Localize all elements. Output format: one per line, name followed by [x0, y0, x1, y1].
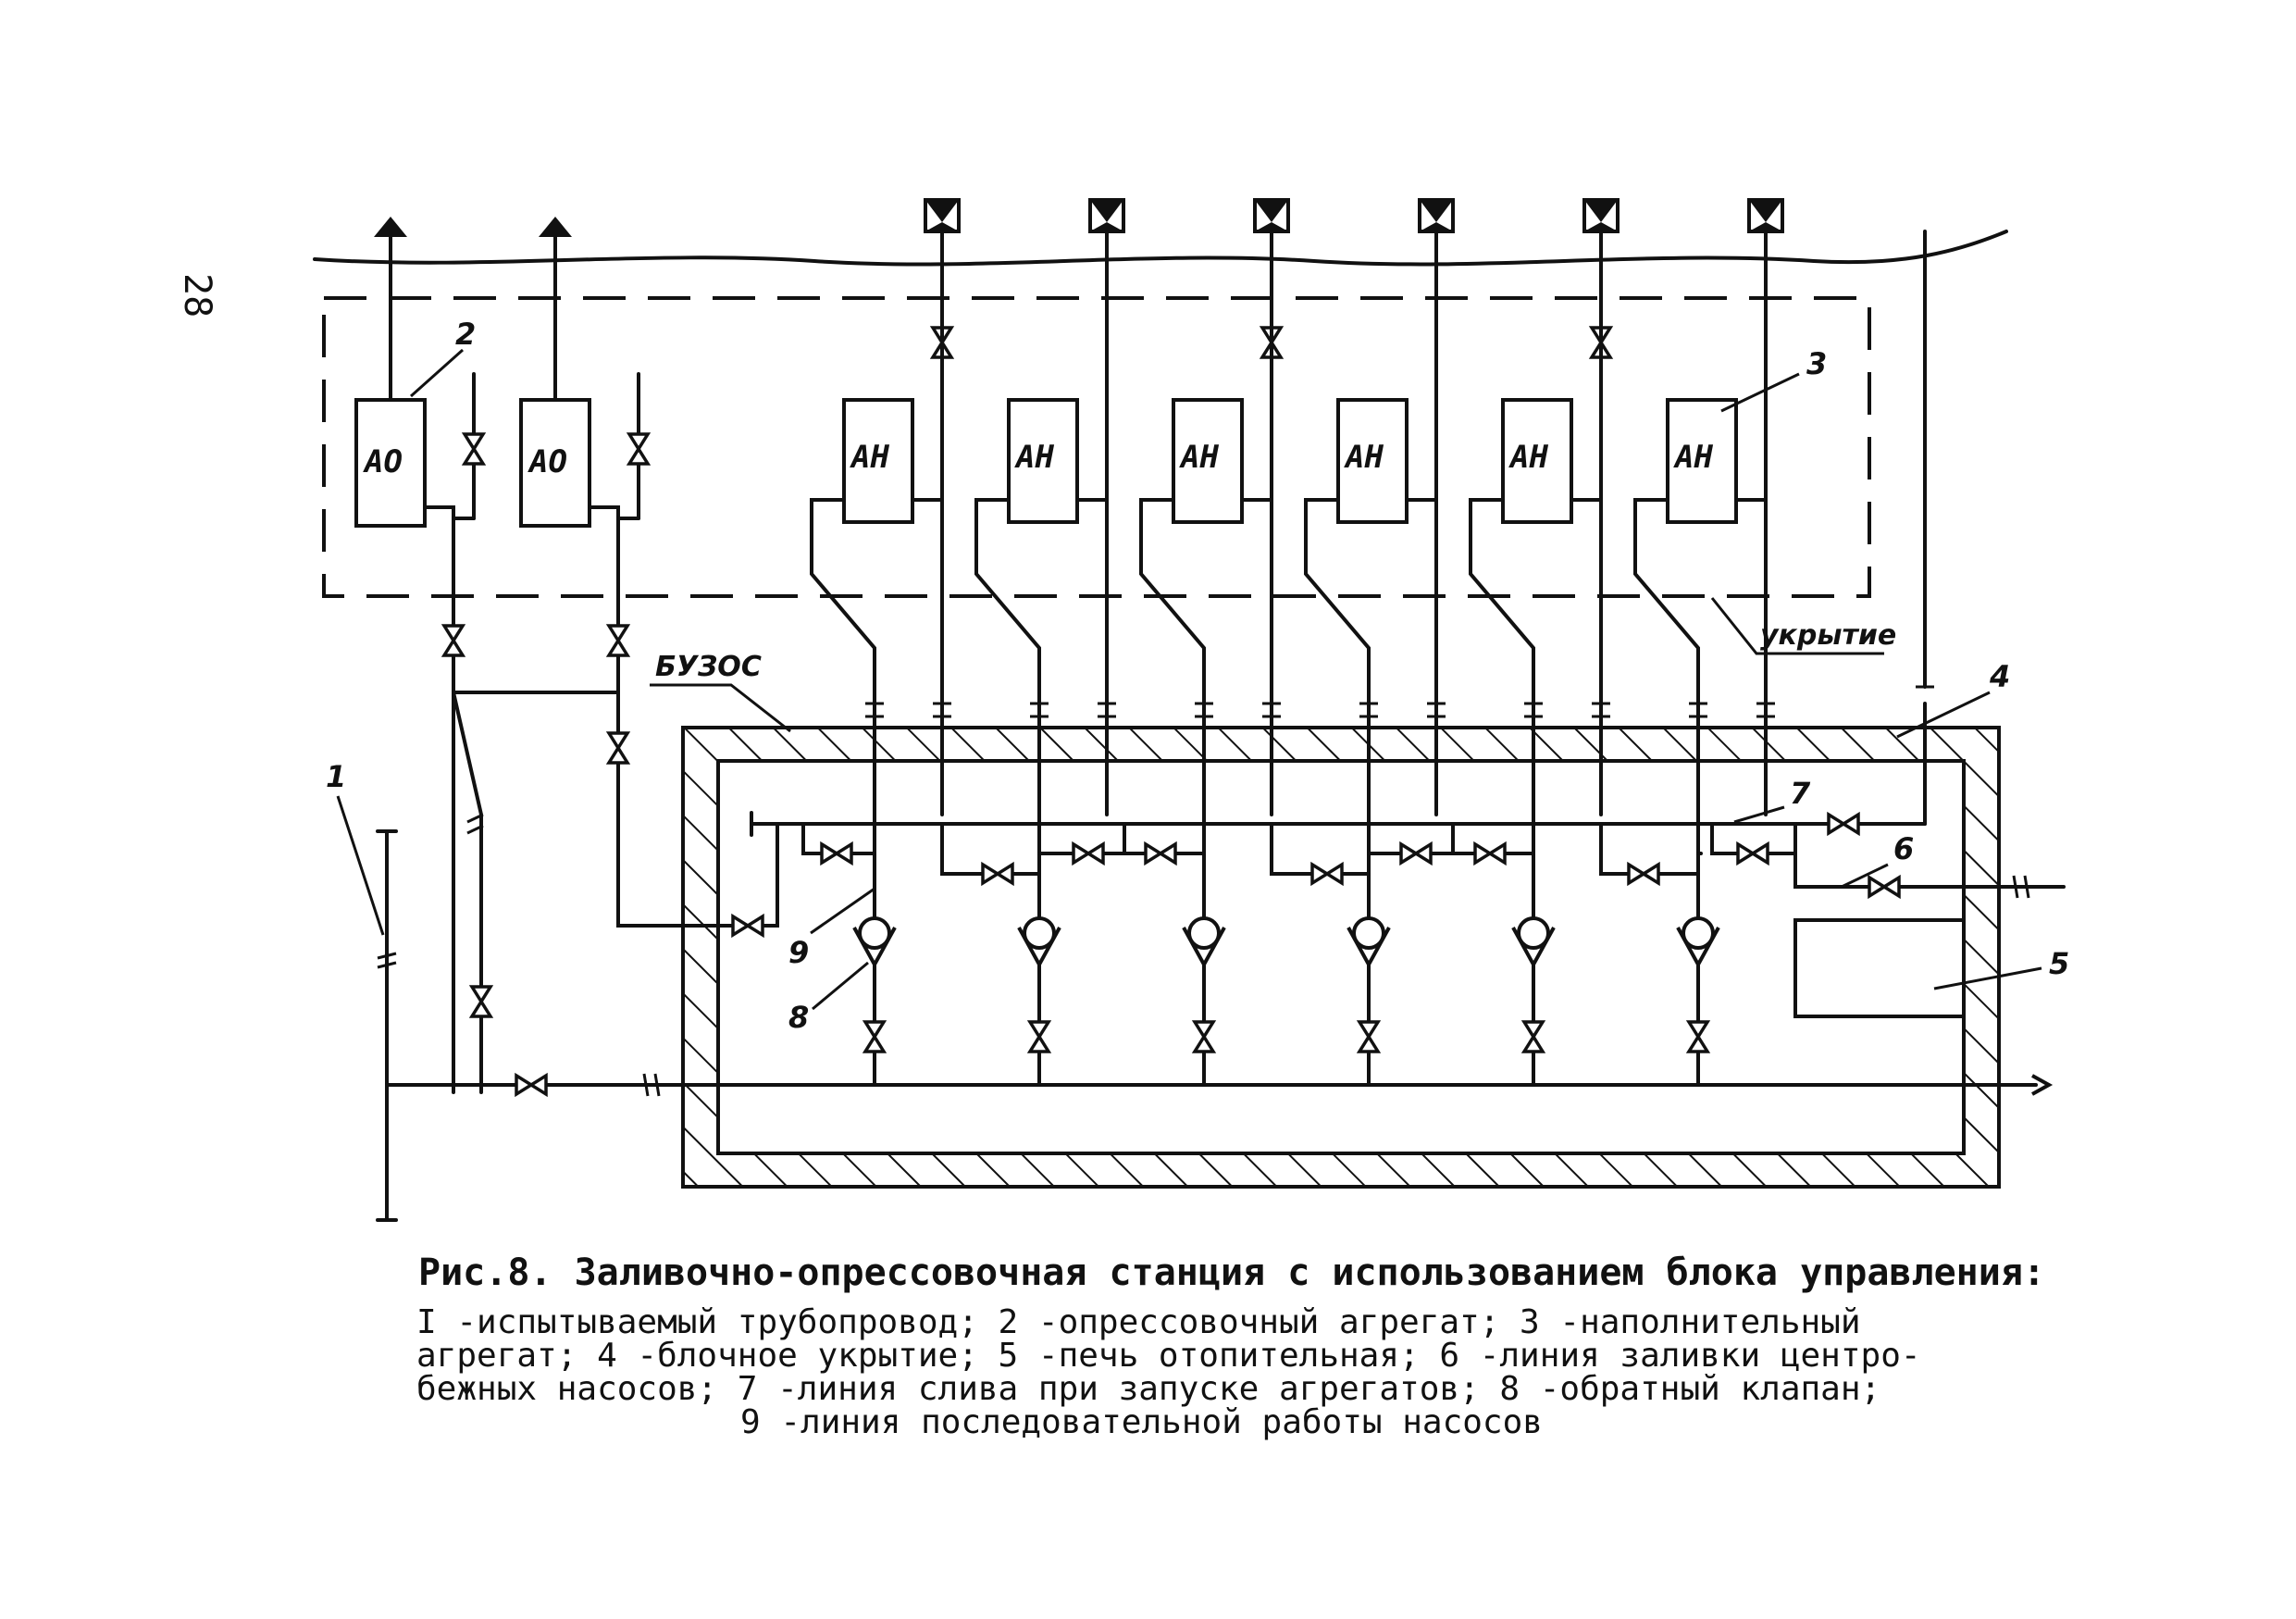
unit-label-an: АН — [850, 439, 889, 476]
pump-columns — [865, 230, 1775, 922]
filling-unit-2: АН — [974, 198, 1125, 705]
branch-valves — [801, 822, 2066, 899]
unit-label-an: АН — [1014, 439, 1054, 476]
caption-line-1: I -испытываемый трубопровод; 2 -опрессов… — [416, 1303, 1861, 1341]
filling-unit-1: АН — [810, 198, 961, 705]
pressure-unit-1: АО — [354, 217, 485, 1094]
label-1: 1 — [326, 759, 346, 794]
label-5: 5 — [2049, 946, 2069, 981]
caption-line-2: агрегат; 4 -блочное укрытие; 5 -печь ото… — [416, 1337, 1921, 1375]
cover-outline — [322, 296, 1871, 598]
label-buzos: БУЗОС — [655, 651, 762, 683]
label-2: 2 — [455, 317, 476, 352]
pressure-unit-2: АО — [519, 217, 650, 928]
unit-label-ao: АО — [363, 443, 403, 480]
unit-label-ao: АО — [527, 443, 567, 480]
unit-label-an: АН — [1508, 439, 1548, 476]
caption-line-4: 9 -линия последовательной работы насосов — [740, 1403, 1543, 1441]
figure-caption-title: Рис.8. Заливочно-опрессовочная станция с… — [418, 1252, 2045, 1294]
label-cover: укрытие — [1760, 619, 1896, 652]
heater-5 — [1793, 918, 1966, 1018]
unit-label-an: АН — [1179, 439, 1219, 476]
filling-unit-5: АН — [1469, 198, 1620, 705]
pumps — [852, 916, 1720, 1087]
label-3: 3 — [1806, 346, 1827, 381]
caption-line-3: бежных насосов; 7 -линия слива при запус… — [416, 1370, 1881, 1408]
block-shelter-4 — [681, 726, 2001, 1189]
filling-unit-3: АН — [1139, 198, 1290, 705]
label-8: 8 — [788, 1000, 809, 1035]
label-6: 6 — [1893, 831, 1914, 866]
label-9: 9 — [788, 935, 809, 970]
ground-line — [313, 230, 2008, 267]
label-7: 7 — [1790, 776, 1811, 811]
filling-unit-4: АН — [1304, 198, 1455, 705]
unit-label-an: АН — [1673, 439, 1713, 476]
unit-label-an: АН — [1344, 439, 1384, 476]
label-4: 4 — [1989, 659, 2010, 694]
